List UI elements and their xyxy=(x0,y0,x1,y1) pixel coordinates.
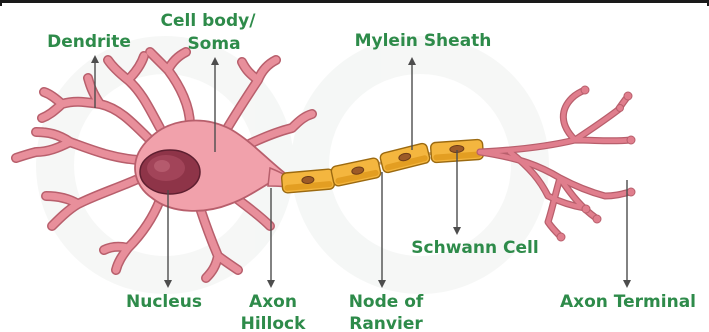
terminal-bulb xyxy=(582,205,590,213)
label-axon-hillock-line2: Hillock xyxy=(241,314,306,332)
top-border xyxy=(0,0,709,3)
terminal-bulb xyxy=(627,188,635,196)
label-cell-body-line2: Soma xyxy=(187,34,240,54)
terminal-bulb xyxy=(624,92,632,100)
label-nucleus: Nucleus xyxy=(126,292,202,312)
myelin-segment xyxy=(330,157,381,187)
terminal-bulb xyxy=(581,86,589,94)
label-node-of-ranvier-line2: Ranvier xyxy=(349,314,423,332)
label-node-of-ranvier-line1: Node of xyxy=(349,292,424,312)
terminal-bulb xyxy=(557,233,565,241)
terminal-bulb xyxy=(617,105,624,112)
label-cell-body-line1: Cell body/ xyxy=(161,11,257,31)
myelin-segment xyxy=(379,142,430,173)
terminal-bulb xyxy=(627,136,635,144)
label-axon-hillock-line1: Axon xyxy=(249,292,297,312)
myelin-segment xyxy=(281,169,335,193)
label-axon-terminal: Axon Terminal xyxy=(560,292,696,312)
label-dendrite: Dendrite xyxy=(47,32,131,52)
label-myelin-sheath: Mylein Sheath xyxy=(355,31,492,51)
terminal-bulb xyxy=(593,215,601,223)
label-schwann-cell: Schwann Cell xyxy=(411,238,538,258)
nucleus xyxy=(140,150,200,194)
